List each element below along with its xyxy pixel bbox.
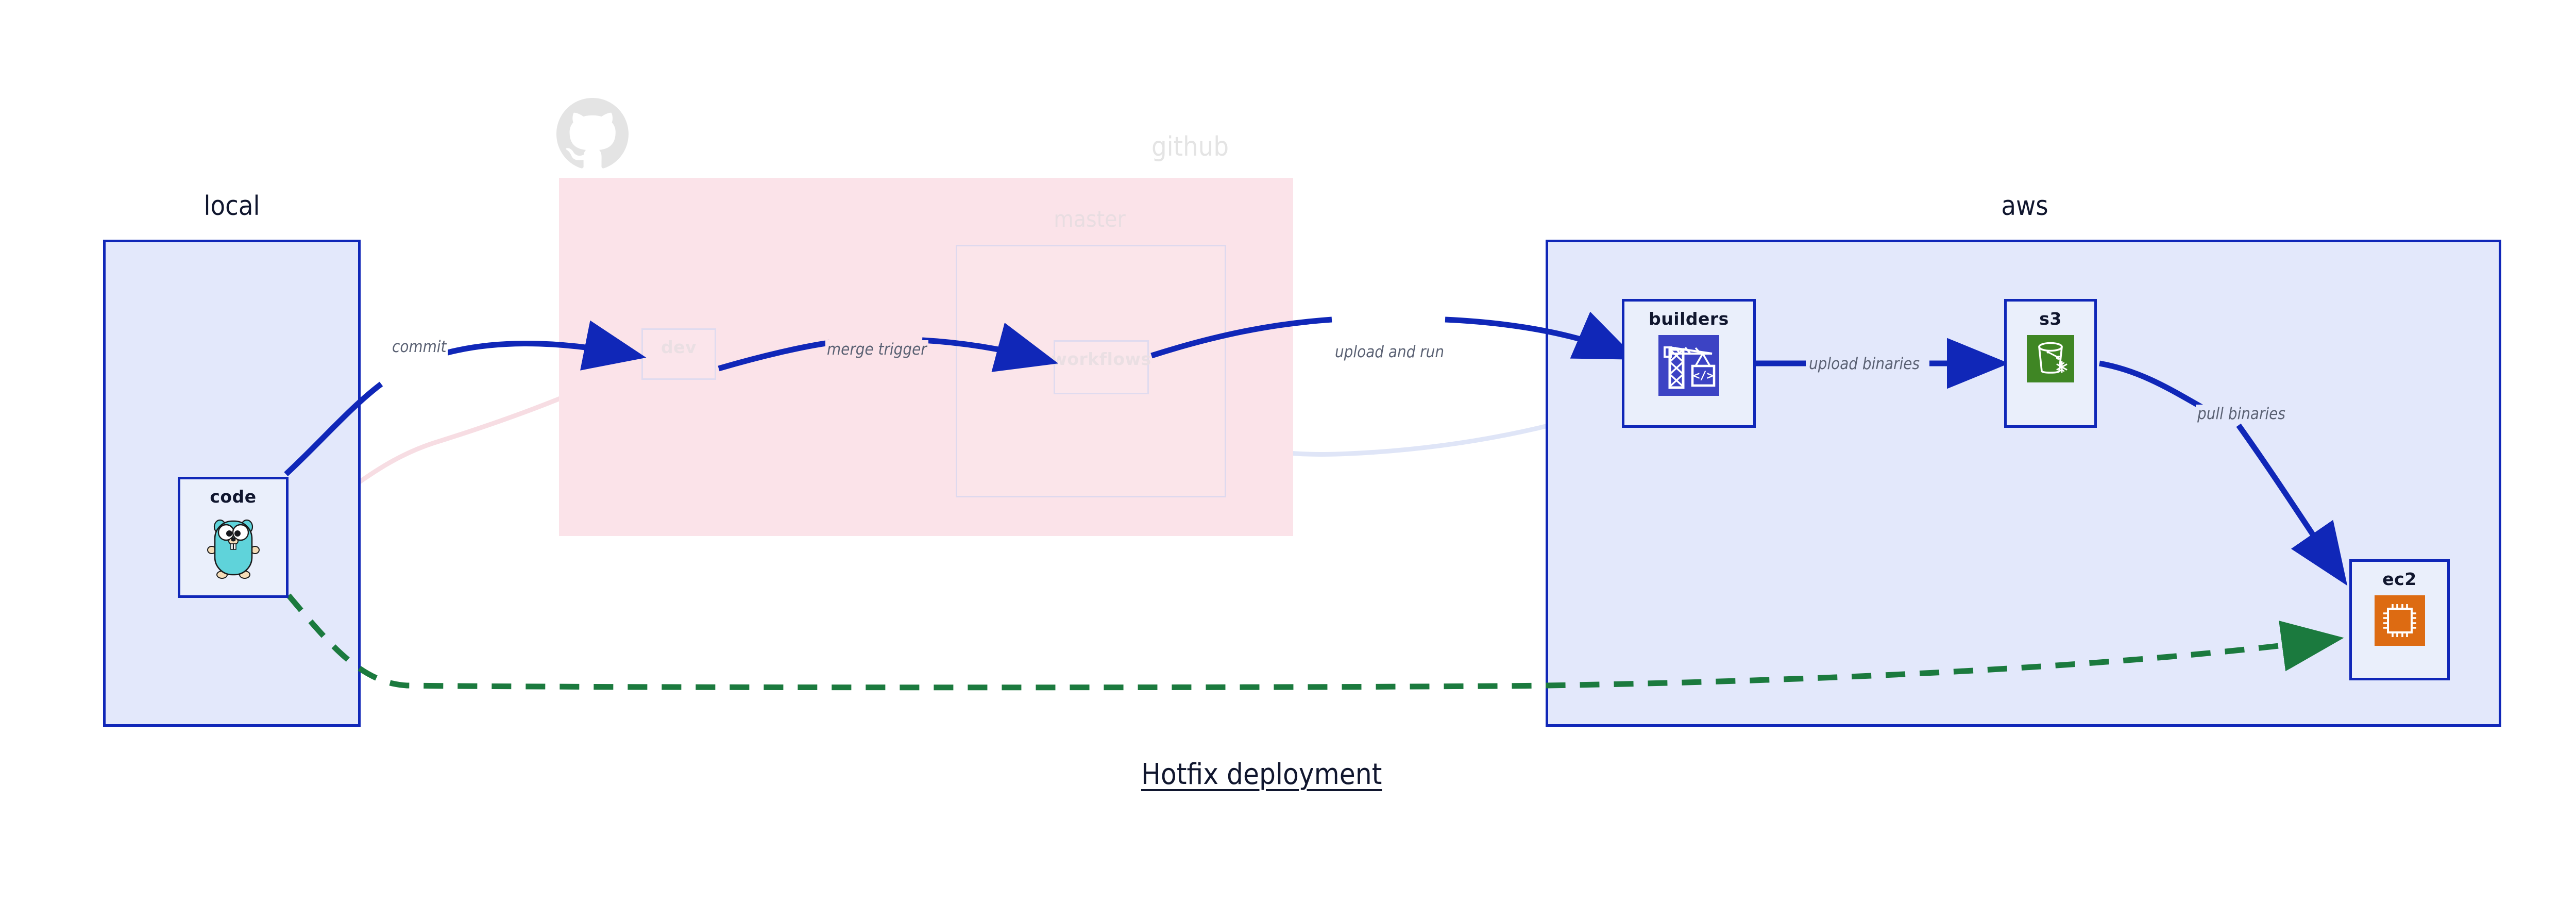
cluster-github-title: github — [1151, 131, 1229, 162]
aws-codebuild-icon: </> — [1658, 335, 1719, 396]
node-code-label: code — [210, 487, 257, 507]
edge-code-dev — [284, 381, 383, 477]
node-builders[interactable]: builders < — [1622, 299, 1756, 428]
page-title: Hotfix deployment — [1141, 758, 1382, 791]
go-gopher-icon — [207, 513, 260, 579]
edge-code-ec2-hotfix — [286, 593, 2344, 691]
node-dev[interactable]: dev — [641, 328, 716, 380]
edge-workflows-builders-tail — [1445, 311, 1638, 360]
node-ec2[interactable]: ec2 — [2349, 559, 2450, 680]
edge-label-upload-and-run: upload and run — [1333, 343, 1446, 361]
edge-code-dev-tail — [445, 320, 647, 371]
cluster-aws-title: aws — [2001, 191, 2048, 222]
node-dev-label: dev — [660, 337, 697, 357]
aws-ec2-icon — [2374, 595, 2425, 646]
node-s3-label: s3 — [2039, 309, 2062, 329]
github-logo-icon — [556, 98, 629, 169]
edge-label-pull-binaries: pull binaries — [2196, 405, 2287, 423]
subcluster-master-title: master — [1054, 206, 1126, 232]
edge-dev-workflows-tail — [922, 323, 1059, 372]
node-code[interactable]: code — [178, 477, 289, 598]
edge-dev-workflows — [718, 340, 830, 372]
node-builders-label: builders — [1649, 309, 1729, 329]
node-workflows[interactable]: workflows — [1051, 340, 1151, 394]
edge-workflows-builders — [1150, 316, 1332, 359]
svg-text:</>: </> — [1693, 370, 1714, 382]
node-s3[interactable]: s3 — [2004, 299, 2097, 428]
edge-s3-ec2-tail — [2236, 423, 2348, 586]
cluster-local-title: local — [204, 191, 260, 222]
edge-label-upload-binaries: upload binaries — [1807, 355, 1921, 373]
edge-label-commit: commit — [391, 338, 448, 356]
edge-label-merge-trigger: merge trigger — [825, 340, 928, 359]
aws-s3-glacier-icon — [2027, 335, 2074, 382]
node-ec2-label: ec2 — [2382, 569, 2417, 589]
node-workflows-label: workflows — [1051, 349, 1151, 369]
